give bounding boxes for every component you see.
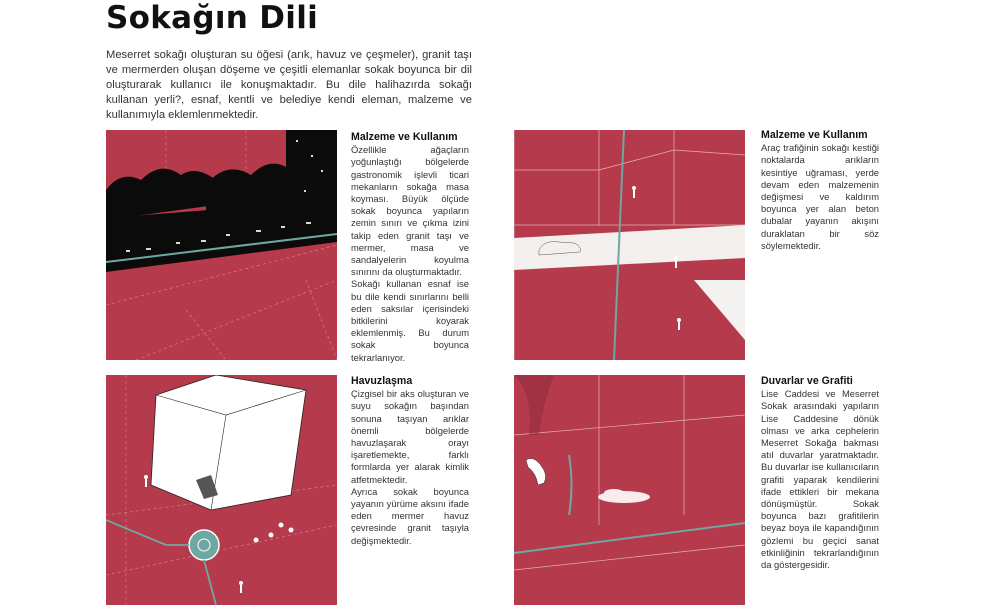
section-heading: Malzeme ve Kullanım — [761, 129, 868, 141]
section-pooling: Havuzlaşma Çizgisel bir aks oluşturan ve… — [351, 375, 469, 547]
section-heading: Malzeme ve Kullanım — [351, 131, 458, 143]
illustration-walls-graffiti — [514, 375, 745, 605]
intro-paragraph: Meserret sokağı oluşturan su öğesi (arık… — [106, 49, 472, 121]
section-material-use-2: Malzeme ve Kullanım Araç trafiğinin soka… — [761, 129, 879, 252]
section-paragraph: Sokağı kullanan esnaf ise bu dile kendi … — [351, 278, 469, 363]
section-paragraph: Lise Caddesi ve Meserret Sokak arasındak… — [761, 388, 879, 571]
section-paragraph: Çizgisel bir aks oluşturan ve suyu sokağ… — [351, 388, 469, 485]
illustration-tables-trees — [106, 130, 337, 360]
section-paragraph: Özellikle ağaçların yoğunlaştığı bölgele… — [351, 144, 469, 278]
section-paragraph: Ayrıca sokak boyunca yayanın yürüme aksı… — [351, 485, 469, 546]
section-heading: Duvarlar ve Grafiti — [761, 375, 853, 387]
section-heading: Havuzlaşma — [351, 375, 413, 387]
illustration-pool-house — [106, 375, 337, 605]
section-walls-graffiti: Duvarlar ve Grafiti Lise Caddesi ve Mese… — [761, 375, 879, 571]
section-material-use-1: Malzeme ve Kullanım Özellikle ağaçların … — [351, 131, 469, 364]
section-paragraph: Araç trafiğinin sokağı kestiği noktalard… — [761, 142, 879, 251]
illustration-traffic-crossing — [514, 130, 745, 360]
page-title: Sokağın Dili — [106, 0, 319, 36]
